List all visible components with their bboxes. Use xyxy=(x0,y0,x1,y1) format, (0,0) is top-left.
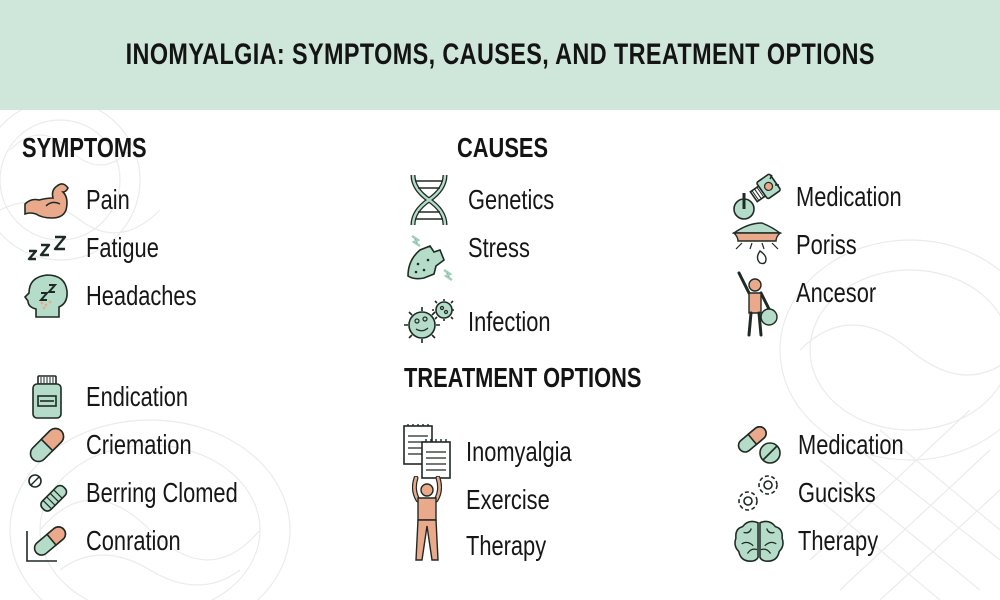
treatment-item-inomyalgia: Inomyalgia xyxy=(402,424,601,479)
notepads-icon xyxy=(402,424,452,479)
item-label: Exercise xyxy=(466,484,550,515)
cause-item-poriss: Poriss xyxy=(732,222,874,267)
symptom-item-berring-clomed: Berring Clomed xyxy=(22,471,281,515)
symptom-item-headaches: Headaches xyxy=(22,274,228,318)
item-label: Pain xyxy=(86,184,130,215)
causes-heading: CAUSES xyxy=(457,132,549,163)
cause-item-genetics: Genetics xyxy=(404,174,579,226)
flexed-arm-icon xyxy=(22,178,72,222)
treatment-item-gucisks: Gucisks xyxy=(734,471,898,515)
brain-icon xyxy=(734,519,784,563)
treatment-item-medication: Medication xyxy=(734,423,933,467)
virus-icon xyxy=(404,299,454,344)
item-label: Inomyalgia xyxy=(466,436,572,467)
item-label: Criemation xyxy=(86,429,192,460)
item-label: Medication xyxy=(798,429,904,460)
cause-item-medication: Medication xyxy=(732,173,931,220)
head-zzz-icon xyxy=(22,274,72,318)
broken-stone-icon xyxy=(404,226,454,281)
symptom-item-fatigue: Fatigue xyxy=(22,226,179,270)
treatment-heading: TREATMENT OPTIONS xyxy=(404,362,642,393)
capsule-icon xyxy=(22,423,72,467)
item-label: Headaches xyxy=(86,280,197,311)
header-banner: INOMYALGIA: SYMPTOMS, CAUSES, AND TREATM… xyxy=(0,0,1000,110)
stretching-person-icon xyxy=(402,476,452,561)
treatment-item-therapy: Therapy xyxy=(402,524,569,568)
tablet-spring-icon xyxy=(22,471,72,515)
item-label: Berring Clomed xyxy=(86,477,238,508)
item-label: Fatigue xyxy=(86,232,159,263)
item-label: Endication xyxy=(86,381,188,412)
item-label: Ancesor xyxy=(796,277,877,308)
symptom-item-criemation: Criemation xyxy=(22,423,221,467)
person-bag-icon xyxy=(732,271,782,337)
device-icon xyxy=(732,173,782,220)
symptom-item-pain: Pain xyxy=(22,178,142,222)
item-label: Gucisks xyxy=(798,477,876,508)
cause-item-stress: Stress xyxy=(404,226,547,281)
item-label: Medication xyxy=(796,181,902,212)
cause-item-ancesor: Ancesor xyxy=(732,271,899,337)
symptom-item-endication: Endication xyxy=(22,375,217,419)
item-label: Genetics xyxy=(468,184,555,215)
dna-icon xyxy=(404,174,454,226)
page-title: INOMYALGIA: SYMPTOMS, CAUSES, AND TREATM… xyxy=(125,38,875,71)
item-label: Conration xyxy=(86,525,181,556)
item-label: Infection xyxy=(468,306,551,337)
symptoms-heading: SYMPTOMS xyxy=(22,132,147,163)
pill-bottle-icon xyxy=(22,375,72,419)
cause-item-infection: Infection xyxy=(404,299,574,344)
item-label: Stress xyxy=(468,232,530,263)
treatment-item-therapy-right: Therapy xyxy=(734,519,901,563)
item-label: Poriss xyxy=(796,229,857,260)
zzz-icon xyxy=(22,226,72,270)
terrain-drop-icon xyxy=(732,222,782,267)
item-label: Therapy xyxy=(466,530,547,561)
treatment-item-exercise: Exercise xyxy=(402,476,573,561)
item-label: Therapy xyxy=(798,525,879,556)
symptom-item-conration: Conration xyxy=(22,519,207,563)
capsule-chart-icon xyxy=(22,519,72,563)
gears-icon xyxy=(734,471,784,515)
capsule-tablet-icon xyxy=(734,423,784,467)
